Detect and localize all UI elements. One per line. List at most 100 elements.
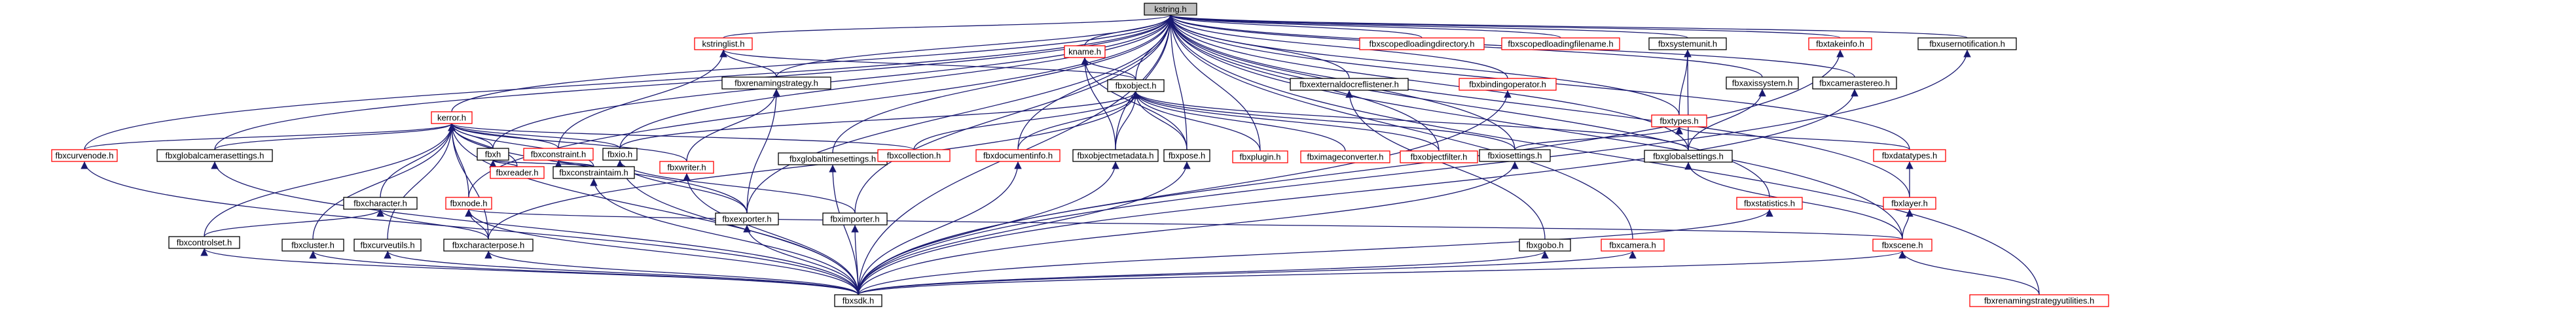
node-fbxglobaltimesettings[interactable]: fbxglobaltimesettings.h <box>778 152 888 165</box>
node-box-fbxcluster <box>281 239 344 252</box>
node-fbximageconverter[interactable]: fbximageconverter.h <box>1300 150 1390 163</box>
node-box-fbxexternaldocreflistener <box>1290 78 1409 91</box>
node-label-fbxrenamingstrategyutilities: fbxrenamingstrategyutilities.h <box>1984 296 2094 306</box>
node-fbxtakeinfo[interactable]: fbxtakeinfo.h <box>1808 37 1872 50</box>
node-fbxobjectmetadata[interactable]: fbxobjectmetadata.h <box>1072 149 1159 162</box>
node-label-fbxcurveutils: fbxcurveutils.h <box>360 241 414 250</box>
node-fbxstatistics[interactable]: fbxstatistics.h <box>1736 197 1803 210</box>
node-fbxcurvenode[interactable]: fbxcurvenode.h <box>51 149 118 162</box>
node-box-fbxcharacterpose <box>443 239 534 252</box>
node-fbxexternaldocreflistener[interactable]: fbxexternaldocreflistener.h <box>1290 78 1409 91</box>
node-fbxcollection[interactable]: fbxcollection.h <box>877 149 951 162</box>
node-fbxio[interactable]: fbxio.h <box>602 148 638 161</box>
node-label-fbxio: fbxio.h <box>608 150 632 159</box>
node-fbximporter[interactable]: fbximporter.h <box>822 212 888 225</box>
node-fbxgobo[interactable]: fbxgobo.h <box>1519 239 1571 252</box>
node-fbxiosettings[interactable]: fbxiosettings.h <box>1479 149 1551 162</box>
node-fbxscopedloadingfilename[interactable]: fbxscopedloadingfilename.h <box>1501 37 1620 50</box>
node-label-kstring: kstring.h <box>1154 5 1186 14</box>
node-fbxcamera[interactable]: fbxcamera.h <box>1601 239 1665 252</box>
node-box-fbxexporter <box>715 212 779 225</box>
node-box-fbxusernotification <box>1917 37 2017 50</box>
node-fbxwriter[interactable]: fbxwriter.h <box>659 161 714 174</box>
node-kstring[interactable]: kstring.h <box>1144 3 1197 16</box>
node-fbxh[interactable]: fbxh <box>477 148 509 161</box>
node-fbxobjectfilter[interactable]: fbxobjectfilter.h <box>1400 150 1478 163</box>
node-fbxglobalsettings[interactable]: fbxglobalsettings.h <box>1644 150 1733 163</box>
node-label-fbxconstraintaim: fbxconstraintaim.h <box>559 168 628 178</box>
node-fbxsdk[interactable]: fbxsdk.h <box>834 294 882 307</box>
node-box-fbxglobalcamerasettings <box>156 149 273 162</box>
node-fbxcontrolset[interactable]: fbxcontrolset.h <box>168 236 240 249</box>
edge-fbxsdk-to-fbxio <box>616 159 859 295</box>
node-kname[interactable]: kname.h <box>1064 45 1106 58</box>
edge-fbxsdk-to-fbxiosettings <box>858 161 1519 295</box>
node-fbxcharacterpose[interactable]: fbxcharacterpose.h <box>443 239 534 252</box>
node-fbxtypes[interactable]: fbxtypes.h <box>1651 114 1707 127</box>
node-label-kstringlist: kstringlist.h <box>702 39 744 49</box>
edge-fbxcurvenode-to-kstring <box>84 14 1174 150</box>
edge-layer <box>81 14 2040 295</box>
edge-fbxpose-to-kname <box>1081 57 1188 150</box>
node-fbxobject[interactable]: fbxobject.h <box>1107 79 1165 92</box>
node-box-fbxglobalsettings <box>1644 150 1733 163</box>
node-fbxcamerastereo[interactable]: fbxcamerastereo.h <box>1812 76 1897 90</box>
node-box-fbxstatistics <box>1736 197 1803 210</box>
node-fbxcharacter[interactable]: fbxcharacter.h <box>343 197 418 210</box>
node-fbxcurveutils[interactable]: fbxcurveutils.h <box>354 239 422 252</box>
node-label-fbxreader: fbxreader.h <box>496 168 538 178</box>
node-box-fbxdocumentinfo <box>975 149 1061 162</box>
node-label-fbxobjectfilter: fbxobjectfilter.h <box>1411 152 1468 162</box>
node-box-fbximageconverter <box>1300 150 1390 163</box>
node-fbxsystemunit[interactable]: fbxsystemunit.h <box>1648 37 1727 50</box>
node-fbxconstraintaim[interactable]: fbxconstraintaim.h <box>553 166 635 179</box>
node-fbxrenamingstrategyutilities[interactable]: fbxrenamingstrategyutilities.h <box>1969 294 2109 307</box>
edge-fbxglobalsettings-to-fbxaxissystem <box>1688 88 1766 151</box>
node-fbxusernotification[interactable]: fbxusernotification.h <box>1917 37 2017 50</box>
node-box-fbxscopedloadingfilename <box>1501 37 1620 50</box>
node-fbxrenamingstrategy[interactable]: fbxrenamingstrategy.h <box>721 76 831 90</box>
node-label-fbxplugin: fbxplugin.h <box>1240 152 1281 162</box>
edge-fbxsdk-to-fbxdocumentinfo <box>858 161 1022 295</box>
node-label-fbxusernotification: fbxusernotification.h <box>1929 39 2005 49</box>
node-fbxbindingoperator[interactable]: fbxbindingoperator.h <box>1459 78 1557 91</box>
edge-fbxrenamingstrategyutilities-to-fbxscene <box>1898 250 2040 295</box>
node-fbxreader[interactable]: fbxreader.h <box>490 166 545 179</box>
node-box-fbxtakeinfo <box>1808 37 1872 50</box>
node-label-fbxsdk: fbxsdk.h <box>843 296 874 306</box>
edge-fbxcurveutils-to-kerror <box>387 123 456 240</box>
node-fbxscopedloadingdirectory[interactable]: fbxscopedloadingdirectory.h <box>1359 37 1485 50</box>
node-label-fbxaxissystem: fbxaxissystem.h <box>1732 78 1792 88</box>
node-fbxscene[interactable]: fbxscene.h <box>1872 239 1932 252</box>
edge-fbxiosettings-to-fbxobject <box>1132 91 1515 150</box>
edge-fbxsdk-to-fbxobjectmetadata <box>858 161 1119 295</box>
node-box-fbxreader <box>490 166 545 179</box>
node-label-fbxscopedloadingfilename: fbxscopedloadingfilename.h <box>1508 39 1613 49</box>
node-kstringlist[interactable]: kstringlist.h <box>694 37 753 50</box>
node-fbxpose[interactable]: fbxpose.h <box>1163 149 1210 162</box>
node-fbxlayer[interactable]: fbxlayer.h <box>1883 197 1936 210</box>
node-label-fbxcluster: fbxcluster.h <box>291 241 335 250</box>
node-fbxnode[interactable]: fbxnode.h <box>445 197 492 210</box>
edge-fbxsdk-to-fbxconstraintaim <box>590 178 859 295</box>
edge-fbxtypes-to-kstring <box>1167 14 1680 116</box>
edge-fbxscopedloadingdirectory-to-kstring <box>1167 14 1423 39</box>
node-fbxcluster[interactable]: fbxcluster.h <box>281 239 344 252</box>
node-box-fbxsystemunit <box>1648 37 1727 50</box>
node-fbxconstraint[interactable]: fbxconstraint.h <box>523 148 594 161</box>
node-fbxaxissystem[interactable]: fbxaxissystem.h <box>1726 76 1799 90</box>
node-fbxdatatypes[interactable]: fbxdatatypes.h <box>1873 149 1946 162</box>
edge-fbxwriter-to-kerror <box>448 123 687 162</box>
node-fbxglobalcamerasettings[interactable]: fbxglobalcamerasettings.h <box>156 149 273 162</box>
node-kerror[interactable]: kerror.h <box>431 111 473 124</box>
node-label-fbxpose: fbxpose.h <box>1169 151 1205 161</box>
edge-fbxcluster-to-kerror <box>312 123 456 240</box>
edge-fbxh-to-kstring <box>492 14 1174 149</box>
node-box-fbxwriter <box>659 161 714 174</box>
node-fbxexporter[interactable]: fbxexporter.h <box>715 212 779 225</box>
node-label-fbxexternaldocreflistener: fbxexternaldocreflistener.h <box>1299 80 1399 90</box>
node-fbxplugin[interactable]: fbxplugin.h <box>1232 150 1288 163</box>
edge-fbxsdk-to-fbxusernotification <box>858 49 1971 295</box>
node-fbxdocumentinfo[interactable]: fbxdocumentinfo.h <box>975 149 1061 162</box>
